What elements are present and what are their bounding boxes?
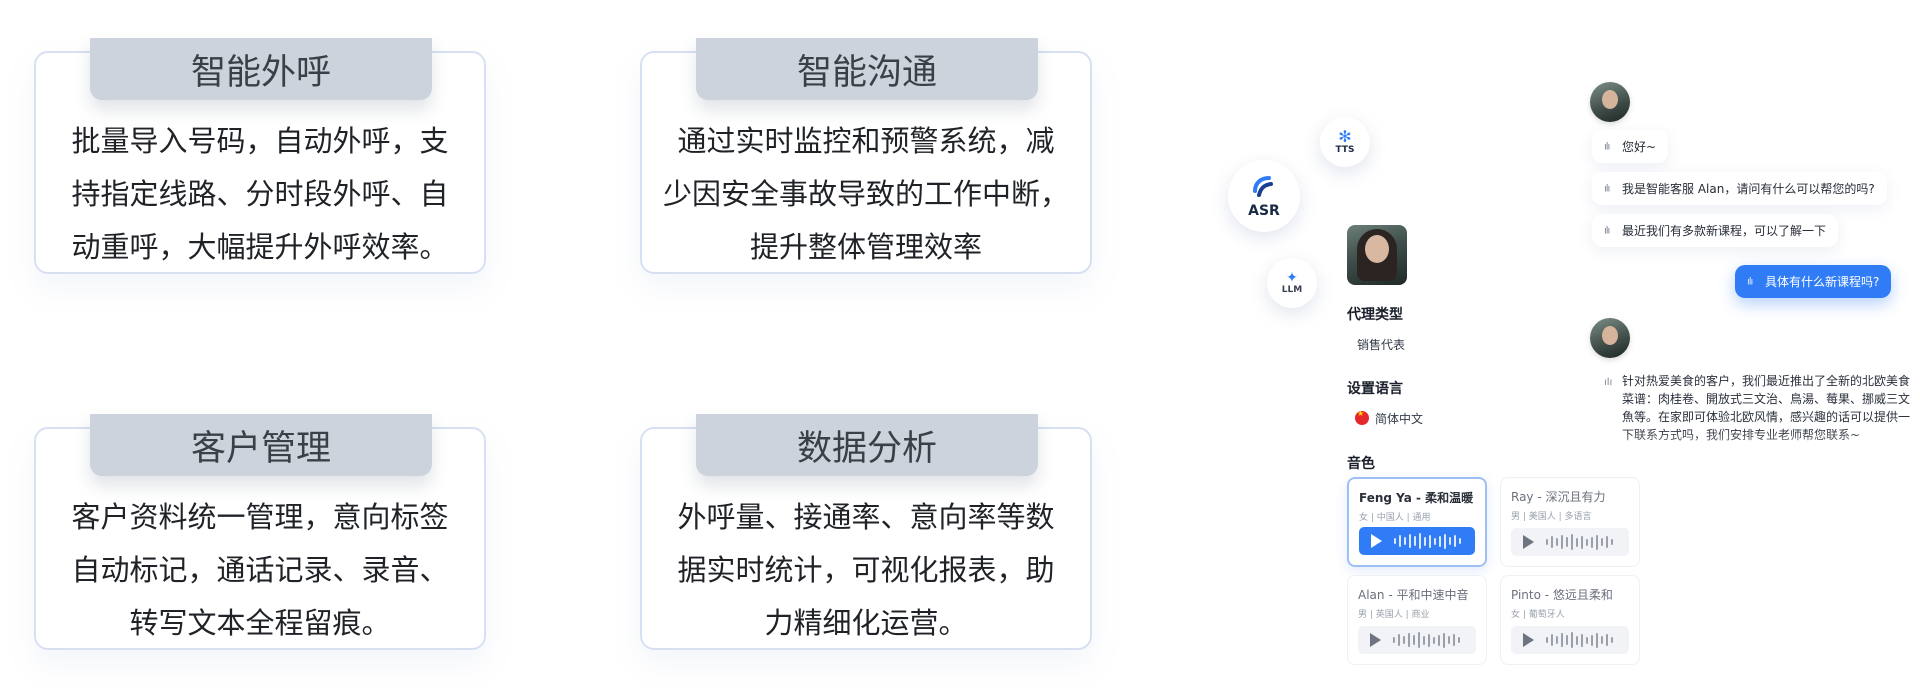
play-button[interactable] — [1511, 626, 1629, 654]
tts-module: ✻ TTS — [1320, 117, 1370, 167]
play-button[interactable] — [1358, 626, 1476, 654]
play-icon — [1523, 633, 1534, 647]
feature-card-description: 外呼量、接通率、意向率等数 据实时统计，可视化报表，助 力精细化运营。 — [677, 500, 1055, 640]
llm-module: ✦ LLM — [1267, 258, 1317, 308]
asr-label: ASR — [1248, 203, 1280, 219]
sparkle-icon: ✦ — [1286, 270, 1298, 286]
phone-wave-icon — [1253, 176, 1273, 197]
waveform-icon — [1393, 632, 1460, 648]
waveform-icon — [1394, 533, 1461, 549]
feature-card-title: 数据分析 — [696, 414, 1038, 476]
waveform-icon — [1546, 632, 1613, 648]
voice-label: 音色 — [1347, 456, 1375, 472]
asr-module: ASR — [1228, 160, 1300, 232]
voice-option-feng-ya[interactable]: Feng Ya - 柔和温暖 女 | 中国人 | 通用 — [1347, 477, 1487, 567]
gear-icon: ✻ — [1338, 127, 1352, 146]
feature-card-description: 客户资料统一管理，意向标签 自动标记，通话记录、录音、 转写文本全程留痕。 — [71, 500, 449, 640]
china-flag-icon — [1355, 409, 1369, 425]
language-label: 设置语言 — [1347, 381, 1403, 397]
bot-avatar — [1590, 318, 1630, 358]
feature-card-outbound-call: 智能外呼 批量导入号码，自动外呼，支 持指定线路、分时段外呼、自 动重呼，大幅提… — [34, 38, 486, 274]
chat-fade-overlay — [1560, 430, 1920, 470]
feature-card-data-analysis: 数据分析 外呼量、接通率、意向率等数 据实时统计，可视化报表，助 力精细化运营。 — [640, 414, 1092, 650]
voice-wave-icon: ılı — [1604, 183, 1610, 194]
play-button[interactable] — [1359, 527, 1475, 555]
language-select[interactable]: 简体中文 — [1355, 409, 1423, 427]
feature-card-communication: 智能沟通 通过实时监控和预警系统，减 少因安全事故导致的工作中断， 提升整体管理… — [640, 38, 1092, 274]
feature-card-title: 客户管理 — [90, 414, 432, 476]
feature-card-customer-management: 客户管理 客户资料统一管理，意向标签 自动标记，通话记录、录音、 转写文本全程留… — [34, 414, 486, 650]
waveform-icon — [1546, 534, 1613, 550]
voice-option-alan[interactable]: Alan - 平和中速中音 男 | 英国人 | 商业 — [1347, 575, 1487, 665]
play-icon — [1523, 535, 1534, 549]
voice-wave-icon: ılı — [1747, 276, 1753, 287]
bot-avatar — [1590, 82, 1630, 122]
llm-label: LLM — [1281, 285, 1303, 295]
feature-card-description: 批量导入号码，自动外呼，支 持指定线路、分时段外呼、自 动重呼，大幅提升外呼效率… — [71, 124, 449, 264]
feature-card-description: 通过实时监控和预警系统，减 少因安全事故导致的工作中断， 提升整体管理效率 — [662, 124, 1069, 264]
agent-avatar — [1347, 225, 1407, 285]
play-icon — [1371, 534, 1382, 548]
play-icon — [1370, 633, 1381, 647]
agent-type-value[interactable]: 销售代表 — [1357, 338, 1406, 352]
feature-card-title: 智能外呼 — [90, 38, 432, 100]
play-button[interactable] — [1511, 528, 1629, 556]
voice-option-pinto[interactable]: Pinto - 悠远且柔和 女 | 葡萄牙人 — [1500, 575, 1640, 665]
tts-label: TTS — [1335, 145, 1355, 155]
voice-option-ray[interactable]: Ray - 深沉且有力 男 | 美国人 | 多语言 — [1500, 477, 1640, 567]
voice-wave-icon: ılı — [1604, 141, 1610, 152]
feature-card-title: 智能沟通 — [696, 38, 1038, 100]
voice-wave-icon: ılı — [1604, 377, 1613, 388]
voice-wave-icon: ılı — [1604, 225, 1610, 236]
agent-type-label: 代理类型 — [1347, 307, 1403, 323]
